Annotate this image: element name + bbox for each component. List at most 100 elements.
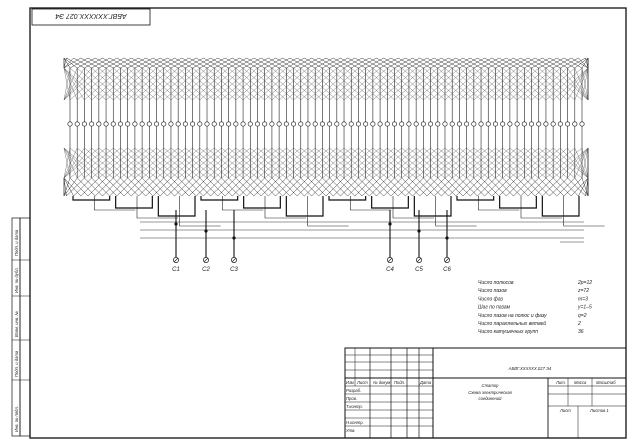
slot-marker: [406, 121, 412, 127]
cross-wire: [524, 67, 561, 101]
slot-marker: [420, 121, 426, 127]
end-turn-bottom: [394, 177, 431, 197]
end-turn-bottom: [473, 177, 511, 197]
end-turn-top: [444, 57, 482, 69]
cross-wire: [401, 147, 438, 179]
junction-dot: [417, 229, 421, 233]
cross-wire: [322, 147, 359, 179]
slot-marker: [233, 121, 239, 127]
side-stamp: Подп. и дата Инв. № дубл. Взам. инв. № П…: [11, 217, 31, 437]
cross-wire: [437, 67, 474, 101]
end-turn-top: [495, 57, 532, 69]
end-turn-bottom: [452, 177, 489, 197]
junction-dot: [232, 236, 236, 240]
slot-marker: [197, 121, 203, 127]
tb-row-5: Утв.: [346, 428, 356, 433]
end-turn-bottom: [372, 177, 410, 197]
cross-wire: [293, 67, 330, 101]
cross-wire: [91, 147, 128, 179]
end-turn-top: [488, 57, 525, 69]
cross-wire: [372, 67, 410, 101]
group-connector: [72, 196, 111, 201]
slot-marker: [492, 121, 498, 127]
cross-wire: [98, 67, 136, 101]
end-turn-bottom: [214, 177, 251, 197]
slot-marker: [521, 121, 527, 127]
top-doc-code: АБВГ.ХХХХХХ.027 Э4: [55, 12, 127, 19]
cross-wire: [63, 67, 78, 101]
tb-sheet: Лист: [559, 408, 571, 413]
phase-wire: [94, 196, 136, 211]
end-turn-bottom: [84, 177, 121, 197]
group-connector: [243, 196, 281, 209]
end-turn-top: [307, 57, 345, 69]
end-turn-top: [300, 57, 337, 69]
cross-wire: [279, 147, 316, 179]
slot-marker: [89, 121, 95, 127]
end-turn-bottom: [286, 177, 323, 197]
param-value: m=3: [578, 296, 588, 302]
cross-wire: [142, 147, 179, 179]
slot-marker: [81, 121, 87, 127]
cross-wire: [553, 147, 589, 179]
end-turn-top: [315, 57, 352, 69]
param-label: Число катушечных групп: [478, 329, 538, 335]
slot-marker: [507, 121, 513, 127]
cross-wire: [416, 147, 453, 179]
cross-wire: [365, 147, 402, 179]
cross-wire: [394, 67, 431, 101]
group-connector: [328, 196, 367, 201]
end-turn-bottom: [163, 177, 200, 197]
group-connector: [499, 196, 537, 209]
end-turn-top: [271, 57, 309, 69]
cross-wire: [452, 147, 489, 179]
cross-wire: [307, 147, 345, 179]
slot-marker: [370, 121, 376, 127]
end-turn-top: [113, 57, 150, 69]
cross-wire: [408, 147, 446, 179]
slot-marker: [456, 121, 462, 127]
cross-wire: [228, 147, 265, 179]
slot-marker: [536, 121, 542, 127]
end-turn-bottom: [343, 177, 381, 197]
junction-dot: [388, 222, 392, 226]
cross-wire: [257, 67, 294, 101]
cross-wire: [336, 67, 373, 101]
end-turn-bottom: [567, 177, 589, 197]
cross-wire: [473, 67, 511, 101]
param-value: 36: [578, 329, 584, 335]
terminal-slash: [416, 257, 422, 263]
end-turn-top: [120, 57, 157, 69]
cross-wire: [185, 147, 222, 179]
end-turn-top: [545, 57, 583, 69]
end-turn-top: [63, 57, 99, 69]
cross-wire: [178, 147, 215, 179]
end-turn-bottom: [63, 177, 92, 197]
cross-wire: [185, 67, 222, 101]
end-turn-bottom: [351, 177, 388, 197]
slot-marker: [110, 121, 116, 127]
end-turn-top: [264, 57, 301, 69]
end-turn-top: [156, 57, 193, 69]
group-connector: [200, 196, 239, 201]
tb-col-doc: № докум.: [373, 380, 391, 385]
cross-wire: [192, 67, 229, 101]
cross-wire: [452, 67, 489, 101]
cross-wire: [69, 147, 107, 179]
tb-sheets: Листов 1: [589, 408, 609, 413]
cross-wire: [257, 147, 294, 179]
end-turn-top: [365, 57, 402, 69]
slot-marker: [305, 121, 311, 127]
side-label-4: Инв. № подл.: [14, 406, 19, 432]
end-turn-top: [430, 57, 467, 69]
end-turn-top: [214, 57, 251, 69]
side-label-3: Подп. и дата: [14, 350, 19, 377]
cross-wire: [502, 67, 539, 101]
end-turn-top: [437, 57, 474, 69]
end-turn-bottom: [63, 177, 78, 197]
cross-wire: [502, 147, 539, 179]
cross-wire: [156, 147, 193, 179]
end-turn-bottom: [98, 177, 136, 197]
slot-marker: [269, 121, 275, 127]
